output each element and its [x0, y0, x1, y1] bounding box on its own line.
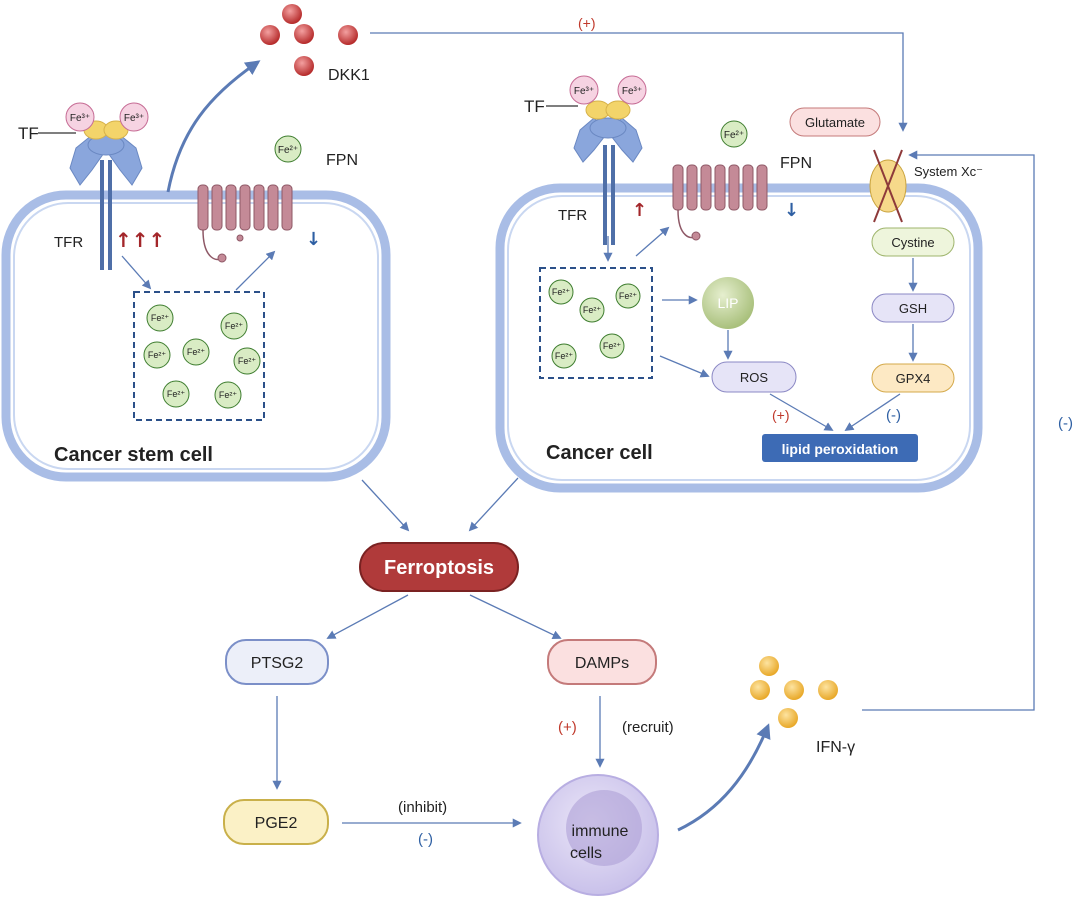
cancer-cell-label: Cancer cell [546, 442, 653, 464]
gsh-label: GSH [899, 301, 927, 316]
fe2-label: Fe²⁺ [219, 390, 238, 400]
tf-label-right: TF [524, 97, 545, 116]
gpx4-label: GPX4 [896, 371, 931, 386]
sign-plus-top: (+) [578, 15, 596, 31]
lipid-peroxidation-label: lipid peroxidation [782, 441, 899, 457]
ferroptosis-node [359, 542, 519, 592]
tfr-increase-arrows: ↑↑↑ [115, 228, 165, 252]
fpn-decrease-arrow-right: ↓ [784, 200, 799, 221]
fe3-label: Fe³⁺ [622, 86, 642, 97]
fpn-label-left: FPN [326, 152, 358, 169]
fe2-label: Fe²⁺ [278, 145, 298, 156]
tfr-label-left: TFR [54, 234, 83, 251]
sign-minus-gpx4: (-) [886, 407, 901, 424]
ferroportin-right [672, 164, 768, 211]
cancer-stem-cell-label: Cancer stem cell [54, 444, 213, 466]
ferroptosis-label: Ferroptosis [384, 557, 494, 579]
fe2-label: Fe²⁺ [225, 321, 244, 331]
iron-pool-left [133, 291, 265, 421]
lip-node [702, 277, 754, 329]
fe2-ions-right [548, 279, 641, 369]
lipid-peroxidation-box [762, 434, 918, 462]
damps-label: DAMPs [575, 655, 629, 672]
fe2-ions-left [143, 304, 261, 409]
ifn-gamma-label: IFN-γ [816, 739, 855, 756]
sign-minus-pge2: (-) [418, 831, 433, 848]
fe3-label: Fe³⁺ [574, 86, 594, 97]
system-xc-transporter [869, 149, 907, 223]
transferrin-receptor-right [569, 75, 647, 245]
iron-pool-right [539, 267, 653, 379]
fe2-label: Fe²⁺ [603, 341, 622, 351]
ferroportin-left [197, 184, 293, 231]
fpn-decrease-arrow: ↓ [306, 229, 321, 250]
fpn-label-right: FPN [780, 155, 812, 172]
dkk1-label: DKK1 [328, 67, 370, 84]
sign-plus-ros: (+) [772, 407, 790, 423]
inhibit-label: (inhibit) [398, 799, 447, 816]
fe2-label: Fe²⁺ [167, 389, 186, 399]
ptsg2-label: PTSG2 [251, 655, 304, 672]
fe2-label: Fe²⁺ [151, 313, 170, 323]
fe2-label: Fe²⁺ [187, 347, 206, 357]
fe2-label: Fe²⁺ [238, 356, 257, 366]
gsh-node [871, 293, 955, 323]
damps-node [547, 639, 657, 685]
cystine-label: Cystine [891, 235, 934, 250]
pge2-node [223, 799, 329, 845]
fe3-label: Fe³⁺ [124, 113, 144, 124]
pge2-label: PGE2 [255, 815, 298, 832]
glutamate-node [789, 107, 881, 137]
glutamate-label: Glutamate [805, 115, 865, 130]
sign-minus-right: (-) [1058, 415, 1073, 432]
fe2-label: Fe²⁺ [555, 351, 574, 361]
tfr-increase-arrow-right: ↑ [632, 200, 647, 221]
lip-label: LIP [717, 295, 738, 311]
fe2-label: Fe²⁺ [583, 305, 602, 315]
fe2-label: Fe²⁺ [724, 130, 744, 141]
ptsg2-node [225, 639, 329, 685]
tf-label-left: TF [18, 124, 39, 143]
transferrin-receptor-left [65, 102, 149, 270]
ros-label: ROS [740, 370, 769, 385]
sign-plus-damps: (+) [558, 719, 577, 736]
immune-cells-label-2: cells [570, 845, 602, 862]
fe2-label: Fe²⁺ [148, 350, 167, 360]
system-xc-label: System Xc⁻ [914, 164, 983, 179]
ros-node [711, 361, 797, 393]
recruit-label: (recruit) [622, 719, 674, 736]
immune-cells-label-1: immune [572, 823, 629, 840]
tfr-label-right: TFR [558, 207, 587, 224]
gpx4-node [871, 363, 955, 393]
fe2-label: Fe²⁺ [619, 291, 638, 301]
cystine-node [871, 227, 955, 257]
dkk1-dots [260, 4, 358, 76]
fe3-label: Fe³⁺ [70, 113, 90, 124]
ifn-gamma-dots [750, 656, 838, 728]
fe2-label: Fe²⁺ [552, 287, 571, 297]
